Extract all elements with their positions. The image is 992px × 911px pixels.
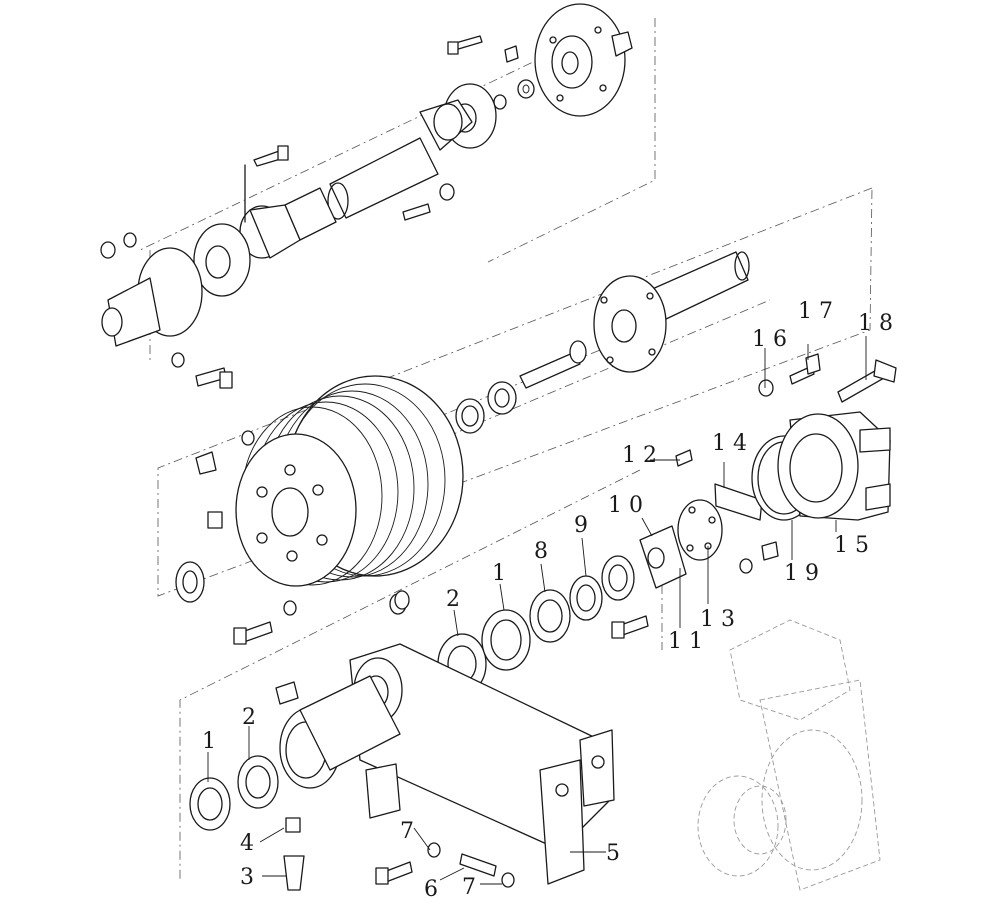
callout-label: 6 xyxy=(424,877,438,902)
callout-label: 8 xyxy=(534,539,548,564)
callout-label: 7 xyxy=(462,875,476,900)
callout-label: 1 0 xyxy=(608,493,643,518)
callout-label: 3 xyxy=(240,865,254,890)
callout-labels: 1 6 1 7 1 8 1 2 1 4 1 0 9 8 1 2 1 5 1 9 … xyxy=(202,299,893,902)
callout-label: 2 xyxy=(242,705,256,730)
leader-lines xyxy=(207,336,867,885)
callout-label: 1 8 xyxy=(858,311,893,336)
mounting-context-ghost xyxy=(697,619,881,891)
callout-label: 1 9 xyxy=(784,561,819,586)
callout-label: 1 xyxy=(492,561,506,586)
callout-label: 2 xyxy=(446,587,460,612)
callout-label: 1 xyxy=(202,729,216,754)
callout-label: 9 xyxy=(574,513,588,538)
callout-label: 5 xyxy=(606,841,620,866)
support-bracket xyxy=(189,590,615,891)
output-flange xyxy=(534,3,633,117)
callout-label: 1 6 xyxy=(752,327,787,352)
end-cover xyxy=(751,353,897,521)
callout-label: 1 3 xyxy=(700,607,735,632)
flanged-shaft xyxy=(455,251,750,434)
callout-label: 1 1 xyxy=(668,629,703,654)
callout-label: 7 xyxy=(400,819,414,844)
callout-label: 1 2 xyxy=(622,443,657,468)
belt-pulley xyxy=(175,375,464,645)
callout-label: 4 xyxy=(240,831,254,856)
callout-label: 1 7 xyxy=(798,299,833,324)
cardan-shaft-assembly xyxy=(100,3,633,389)
callout-label: 1 5 xyxy=(834,533,869,558)
callout-label: 1 4 xyxy=(712,431,747,456)
